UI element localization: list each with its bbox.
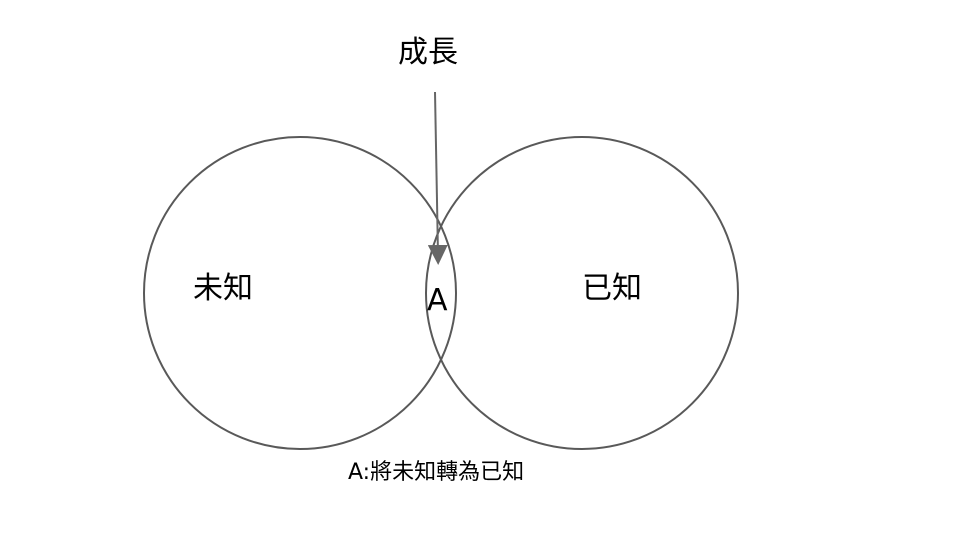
unknown-label: 未知 [193,271,253,306]
growth-label: 成長 [398,35,458,70]
unknown-circle [143,136,457,450]
overlap-label: A [427,283,448,318]
growth-arrow [427,91,448,265]
caption-label: A:將未知轉為已知 [348,460,525,485]
known-label: 已知 [582,271,642,306]
known-circle [425,136,739,450]
